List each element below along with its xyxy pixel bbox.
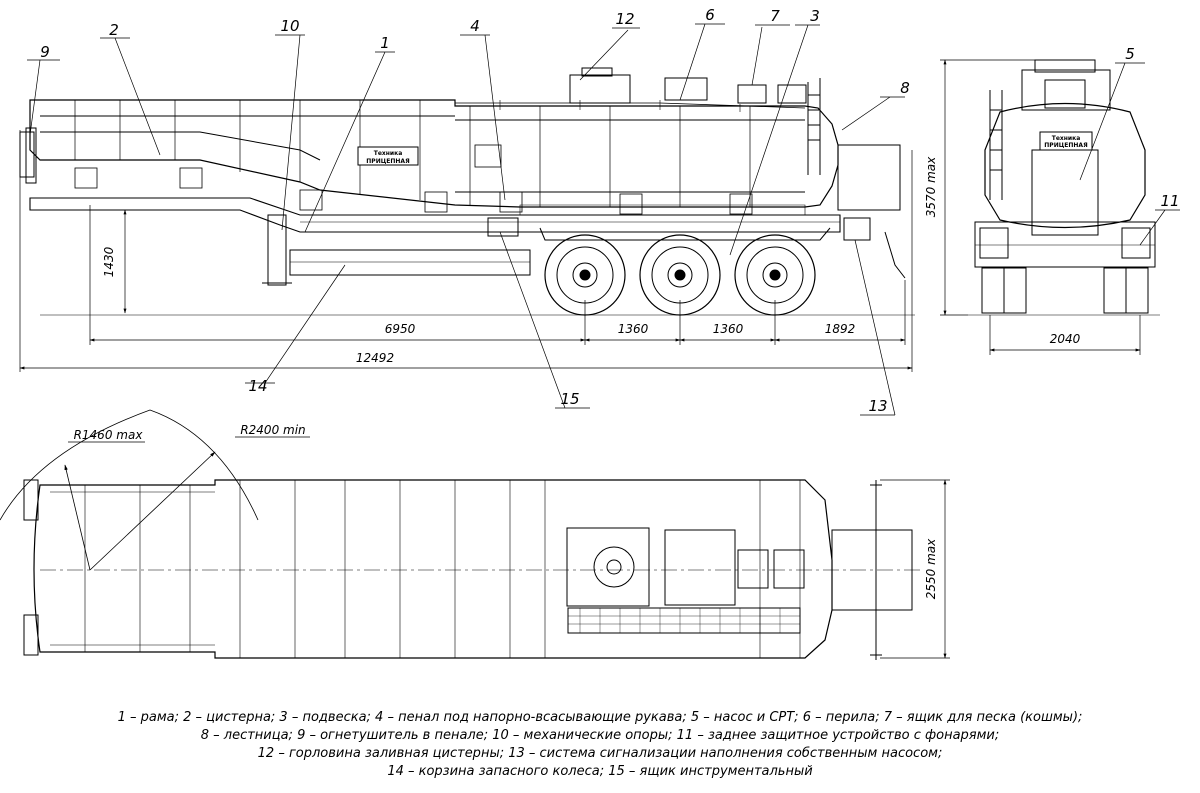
legend-line-4: 14 – корзина запасного колеса; 15 – ящик… <box>387 764 813 779</box>
callout-8: 8 <box>900 79 910 97</box>
dim-6950: 6950 <box>385 322 416 336</box>
callout-leaders <box>27 23 1180 416</box>
brand-line1: Техника <box>374 150 403 157</box>
callout-6: 6 <box>705 6 715 24</box>
dim-2040: 2040 <box>1050 332 1081 346</box>
callout-12: 12 <box>615 10 634 28</box>
callout-7: 7 <box>770 7 780 25</box>
dim-r1460: R1460 max <box>74 428 144 442</box>
rear-brand-line2: ПРИЦЕПНАЯ <box>1044 142 1088 149</box>
legend-line-1: 1 – рама; 2 – цистерна; 3 – подвеска; 4 … <box>117 710 1083 725</box>
dim-3570: 3570 max <box>924 156 938 217</box>
dim-1892: 1892 <box>825 322 856 336</box>
dim-1430: 1430 <box>102 246 116 277</box>
dim-1360-b: 1360 <box>713 322 744 336</box>
rear-brand-line1: Техника <box>1052 135 1081 142</box>
rear-dimensions <box>940 59 1141 355</box>
callout-15: 15 <box>560 390 579 408</box>
callout-5: 5 <box>1125 45 1135 63</box>
top-dimensions <box>880 479 950 659</box>
rear-view <box>968 59 1160 316</box>
callout-3: 3 <box>810 7 820 25</box>
dim-2550: 2550 max <box>924 538 938 599</box>
wheel-1 <box>544 234 626 316</box>
dim-1360-a: 1360 <box>618 322 649 336</box>
legend-line-3: 12 – горловина заливная цистерны; 13 – с… <box>257 746 943 761</box>
callout-4: 4 <box>470 17 480 35</box>
dim-r2400: R2400 min <box>240 423 305 437</box>
callout-10: 10 <box>280 17 299 35</box>
top-view <box>0 409 920 660</box>
callout-1: 1 <box>380 34 390 52</box>
side-dimensions <box>19 130 913 372</box>
brand-line2: ПРИЦЕПНАЯ <box>366 158 410 165</box>
callout-2: 2 <box>109 21 119 39</box>
legend-line-2: 8 – лестница; 9 – огнетушитель в пенале;… <box>200 728 1000 743</box>
callout-13: 13 <box>868 397 887 415</box>
callout-9: 9 <box>40 43 50 61</box>
callout-11: 11 <box>1160 192 1179 210</box>
side-view <box>19 67 915 316</box>
dim-12492: 12492 <box>356 351 394 365</box>
callout-14: 14 <box>248 377 267 395</box>
